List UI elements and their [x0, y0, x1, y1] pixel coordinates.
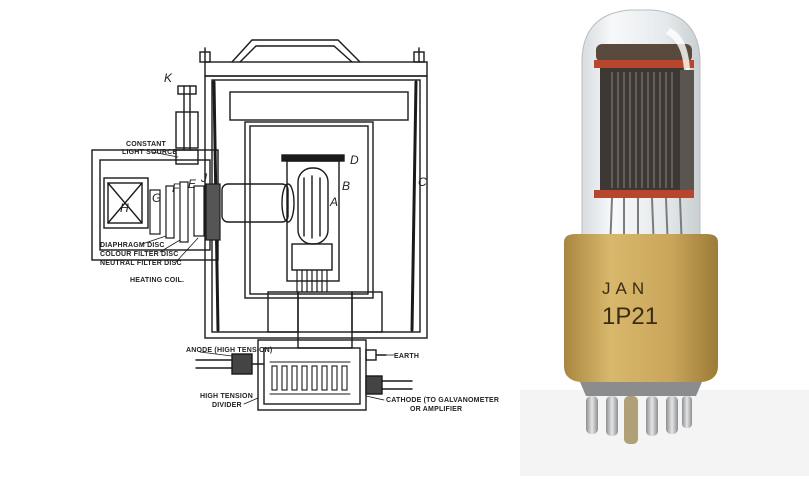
label-earth: EARTH [394, 353, 419, 360]
letter-j: J [200, 171, 208, 185]
letter-k: K [164, 71, 173, 85]
label-high-tension: HIGH TENSION [200, 393, 253, 400]
tube-holder-d [281, 154, 345, 162]
light-source-post-k [175, 85, 199, 165]
base-text-model: 1P21 [602, 303, 658, 330]
dynode-cage [594, 44, 694, 251]
glass-highlight [666, 28, 690, 70]
lid-handle [231, 39, 361, 63]
label-divider: DIVIDER [212, 402, 242, 409]
earth-terminal [365, 349, 387, 361]
label-cathode: CATHODE (TO GALVANOMETER [386, 397, 499, 404]
letter-e: E [188, 177, 197, 191]
tube-pins [296, 269, 328, 293]
letter-h: H [120, 201, 129, 215]
label-anode: ANODE (HIGH TENSION) [186, 347, 272, 354]
letter-b: B [342, 179, 350, 193]
high-tension-divider-box [257, 339, 367, 411]
letter-c: C [418, 175, 427, 189]
label-constant: CONSTANT [126, 141, 166, 148]
filter-discs [149, 181, 221, 243]
light-tube [221, 183, 289, 223]
letter-a: A [329, 195, 338, 209]
tube-photo: JAN 1P21 [520, 0, 809, 476]
screw-right [413, 47, 425, 63]
anode-connector [195, 353, 265, 375]
tube-pins-photo [586, 396, 692, 444]
backdrop-floor [520, 390, 809, 476]
tube-photo-svg: JAN 1P21 [520, 9, 809, 476]
outer-housing-c [204, 75, 428, 339]
inner-can-b [244, 121, 374, 299]
photocell-a [297, 167, 329, 245]
lamp-housing-h [103, 177, 149, 229]
photomultiplier-diagram: K J D B C A H G F E CONSTANT LIGHT SOURC… [91, 39, 499, 413]
lid [204, 61, 428, 77]
label-heating-coil: HEATING COIL. [130, 277, 184, 284]
divider-resistors [269, 361, 351, 395]
label-or-amplifier: OR AMPLIFIER [410, 406, 462, 413]
screw-left [199, 47, 211, 63]
diagram-svg: K J D B C A H G F E CONSTANT LIGHT SOURC… [91, 39, 499, 413]
base-text-jan: JAN [602, 279, 649, 298]
letter-f: F [172, 181, 180, 195]
label-neutral-filter-disc: NEUTRAL FILTER DISC [100, 260, 182, 267]
label-diaphragm-disc: DIAPHRAGM DISC [100, 242, 165, 249]
tube-base [564, 234, 718, 382]
base-bottom-ring [580, 382, 702, 396]
label-colour-filter-disc: COLOUR FILTER DISC [100, 251, 179, 258]
cathode-connector [365, 375, 413, 395]
letter-g: G [152, 191, 161, 205]
label-light-source: LIGHT SOURCE [122, 149, 177, 156]
letter-d: D [350, 153, 359, 167]
